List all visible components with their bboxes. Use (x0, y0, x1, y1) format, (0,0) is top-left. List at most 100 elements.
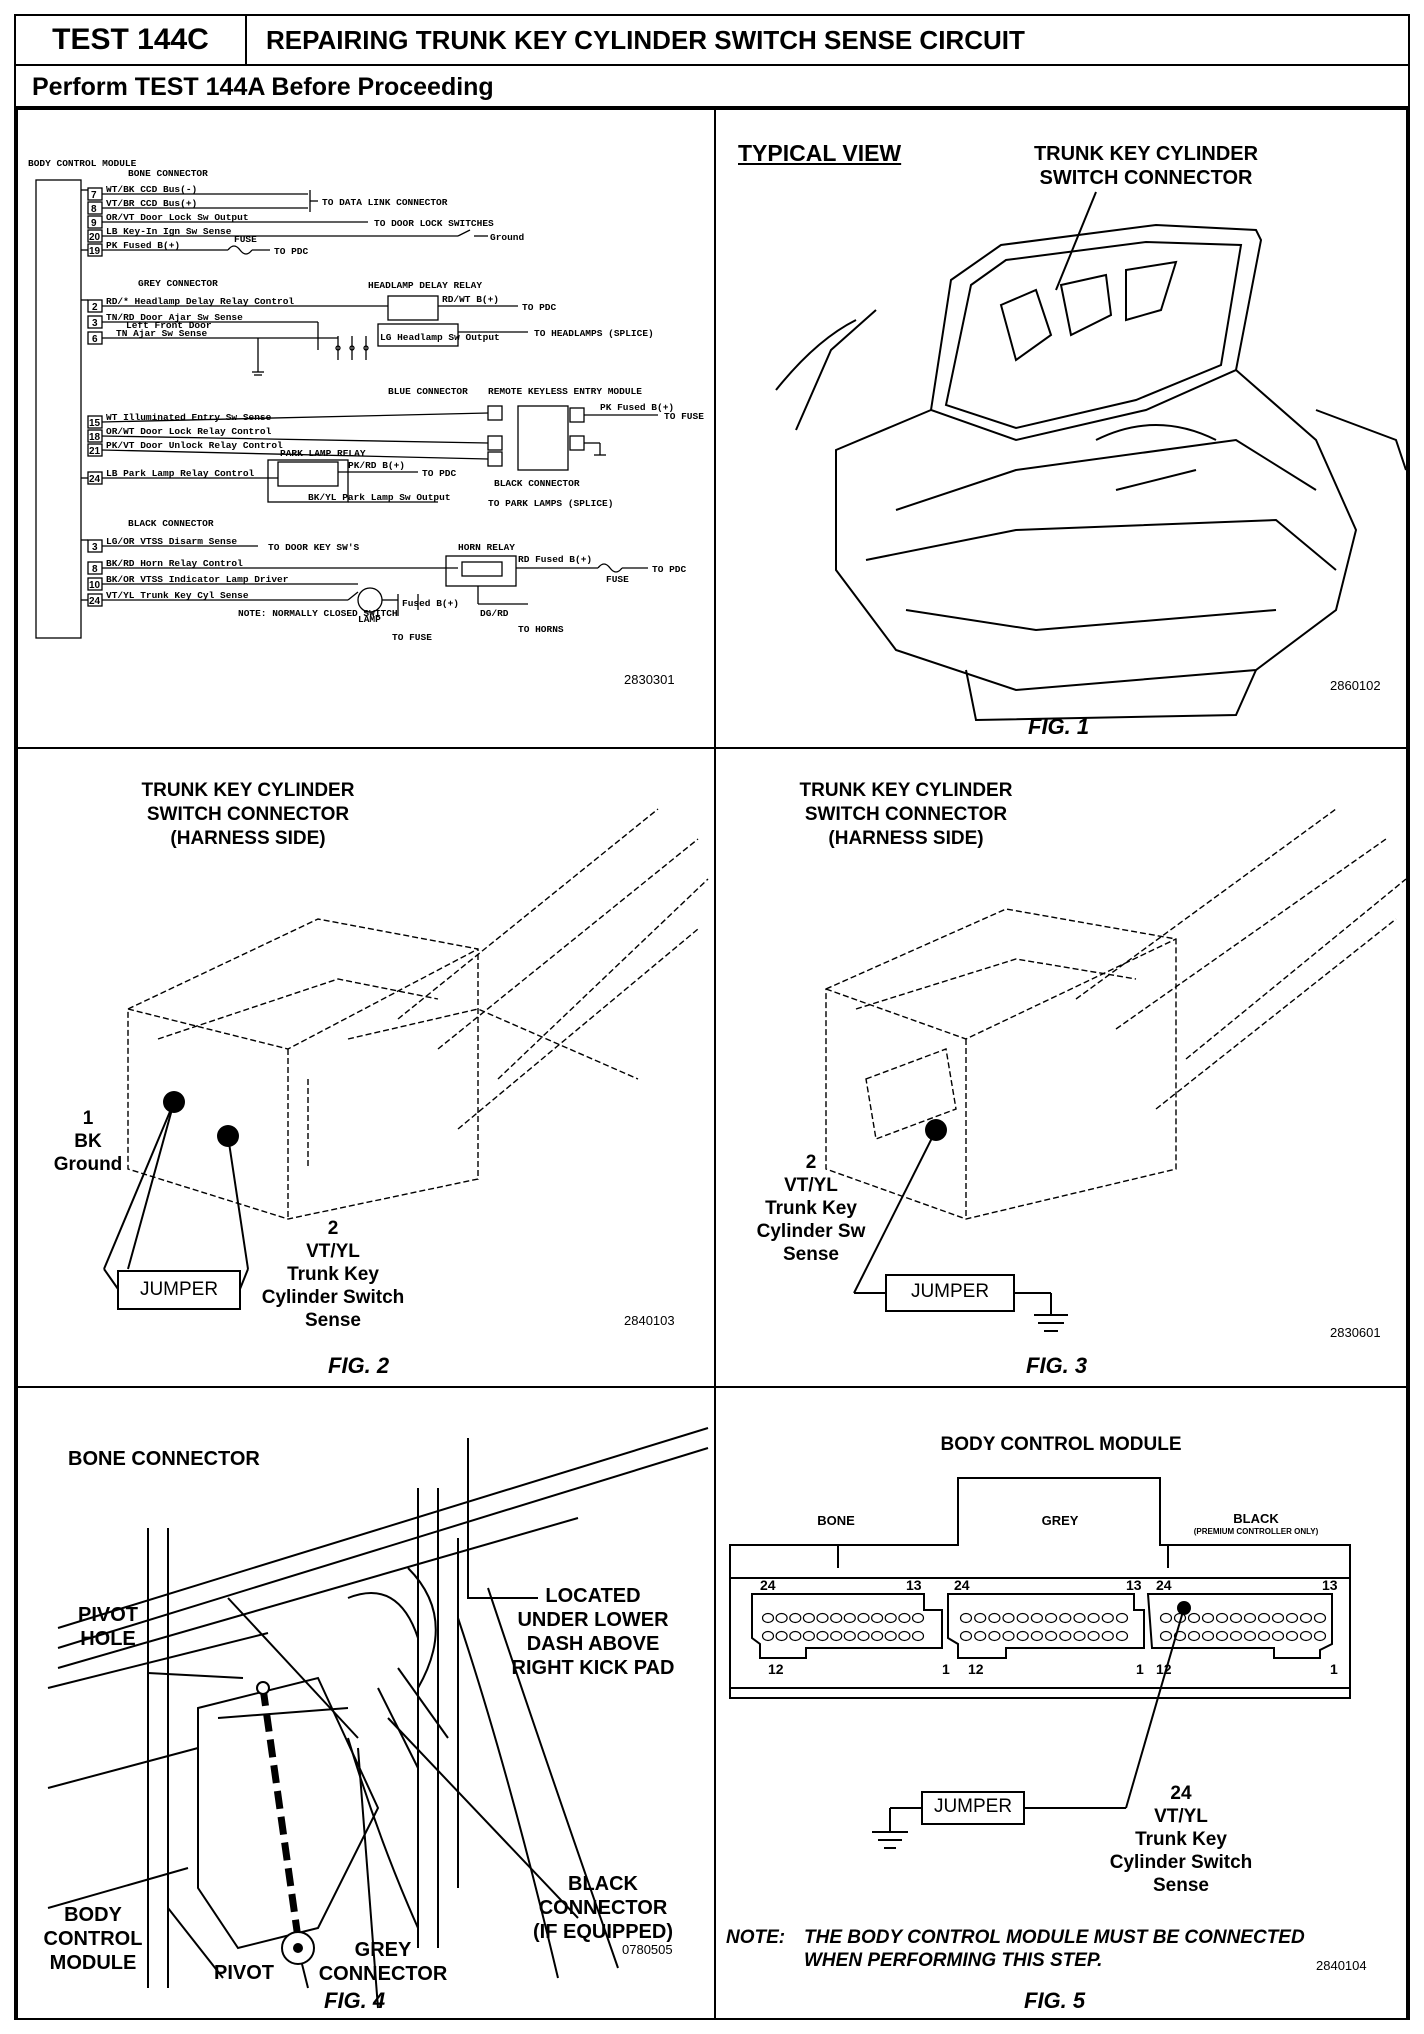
pin-24: 24 (760, 1577, 776, 1593)
pin-cavity (884, 1630, 897, 1642)
pin-cavity (1087, 1612, 1100, 1624)
fig3-pin2: 2 VT/YL Trunk Key Cylinder Sw Sense (736, 1151, 886, 1266)
fig2-pin1: 1 BK Ground (48, 1107, 128, 1176)
pin-cavity (816, 1630, 829, 1642)
fuse-label: FUSE (234, 234, 257, 245)
to-pdc-label-4: TO PDC (652, 564, 687, 575)
fig1-panel: TYPICAL VIEW TRUNK KEY CYLINDER SWITCH C… (714, 108, 1408, 749)
black-conn-2-label: BLACK CONNECTOR (494, 478, 580, 489)
bcm-connector-diagram: BONE GREY BLACK (PREMIUM CONTROLLER ONLY… (729, 1477, 1351, 1849)
pin-cavity (1115, 1612, 1129, 1624)
pin-cavity (959, 1630, 973, 1642)
pin-num: 10 (89, 580, 101, 591)
pin-cavity (1159, 1630, 1173, 1642)
pin-cavity (1073, 1630, 1086, 1642)
fig4-black-line: CONNECTOR (538, 1897, 668, 1919)
pin-cavity (1313, 1630, 1327, 1642)
pin-cavity (911, 1612, 925, 1624)
fig2-title: TRUNK KEY CYLINDER SWITCH CONNECTOR (HAR… (118, 779, 378, 851)
fig5-callout-line: Cylinder Switch (1109, 1852, 1253, 1873)
wire-label: WT/BK CCD Bus(-) (106, 184, 197, 195)
pin-cavity (789, 1630, 802, 1642)
pin-cavity (1229, 1612, 1243, 1624)
fig5-code: 2840104 (1316, 1958, 1367, 1973)
fig5-note-line: WHEN PERFORMING THIS STEP. (804, 1950, 1103, 1971)
fig4-panel: BONE CONNECTOR PIVOT HOLE LOCATED UNDER … (16, 1386, 716, 2020)
pin-cavity (871, 1612, 884, 1624)
fig4-black-line: BLACK (568, 1873, 638, 1895)
fig4-label: FIG. 4 (324, 1988, 386, 2013)
fig4-grey-line: CONNECTOR (318, 1963, 448, 1985)
fig5-note-line: THE BODY CONTROL MODULE MUST BE CONNECTE… (804, 1927, 1305, 1948)
wire-label: LB Key-In Ign Sw Sense (106, 226, 232, 237)
pin-num: 6 (92, 334, 98, 345)
pin-cavity (843, 1612, 856, 1624)
pkrd-label: PK/RD B(+) (348, 460, 405, 471)
fig5-callout-line: VT/YL (1154, 1806, 1208, 1827)
pin-1: 1 (1330, 1661, 1338, 1677)
pin-cavity (1002, 1612, 1015, 1624)
pin-num: 20 (89, 232, 101, 243)
schematic-panel: BODY CONTROL MODULE BONE CONNECTOR GREY … (16, 108, 716, 749)
pin-cavity (1215, 1630, 1229, 1642)
fig5-callout-line: Sense (1153, 1875, 1209, 1896)
pin-cavity (988, 1612, 1001, 1624)
fig2-title-line: SWITCH CONNECTOR (146, 804, 350, 825)
fig3-code: 2830601 (1330, 1325, 1381, 1340)
fig4-grey-line: GREY (354, 1939, 412, 1961)
pin-cavity (843, 1630, 856, 1642)
fig3-title-line: SWITCH CONNECTOR (804, 804, 1008, 825)
pin-cavity (911, 1630, 925, 1642)
fig2-title-line: (HARNESS SIDE) (170, 828, 326, 849)
fig4-bcm-line: MODULE (49, 1952, 137, 1974)
wiring-schematic: BODY CONTROL MODULE BONE CONNECTOR GREY … (28, 158, 704, 643)
fig5-callout-line: 24 (1170, 1783, 1192, 1804)
pin-num: 8 (91, 204, 97, 215)
fig4-black: BLACK CONNECTOR (IF EQUIPPED) (518, 1872, 688, 1944)
pin-cavity (761, 1630, 775, 1642)
wire-label: OR/VT Door Lock Sw Output (106, 212, 249, 223)
fig4-located-line: UNDER LOWER (517, 1609, 669, 1631)
pin-cavity (1257, 1630, 1271, 1642)
pin-cavity (959, 1612, 973, 1624)
pin-cavity (1271, 1630, 1285, 1642)
pin-num: 19 (89, 246, 101, 257)
fused-b-label: Fused B(+) (402, 598, 459, 609)
pin-cavity (830, 1630, 843, 1642)
fig3-title: TRUNK KEY CYLINDER SWITCH CONNECTOR (HAR… (776, 779, 1036, 851)
pin-13: 13 (1126, 1577, 1142, 1593)
horn-relay-label: HORN RELAY (458, 542, 515, 553)
pin-cavity (1271, 1612, 1285, 1624)
wire-label: WT Illuminated Entry Sw Sense (106, 412, 272, 423)
pin-cavity (1016, 1612, 1029, 1624)
fig3-title-line: TRUNK KEY CYLINDER (799, 780, 1013, 801)
pin-13: 13 (906, 1577, 922, 1593)
data-link-label: TO DATA LINK CONNECTOR (322, 197, 448, 208)
fig2-pin2-line: Cylinder Switch (261, 1287, 405, 1308)
trunk-illustration (775, 191, 1406, 722)
pin-cavity (1201, 1630, 1215, 1642)
grey-conn-label: GREY CONNECTOR (138, 278, 218, 289)
pin-cavity (974, 1612, 987, 1624)
fig5-panel: BODY CONTROL MODULE BONE GREY BLACK (PRE… (714, 1386, 1408, 2020)
fig4-pivot-hole: PIVOT HOLE (58, 1603, 158, 1651)
pin-cavity (898, 1612, 911, 1624)
test-title: REPAIRING TRUNK KEY CYLINDER SWITCH SENS… (266, 25, 1025, 55)
pin-cavity (1313, 1612, 1327, 1624)
door-lock-sw-label: TO DOOR LOCK SWITCHES (374, 218, 494, 229)
fig2-jumper: JUMPER (139, 1279, 219, 1300)
fig3-pin2-line: Sense (783, 1244, 839, 1265)
pin-cavity (1257, 1612, 1271, 1624)
fig4-pivot: PIVOT (214, 1962, 275, 1984)
pin-cavity (1059, 1612, 1072, 1624)
fig5-title: BODY CONTROL MODULE (940, 1434, 1182, 1455)
to-pdc-label-2: TO PDC (522, 302, 557, 313)
pin-cavity (1101, 1630, 1114, 1642)
blue-conn-label: BLUE CONNECTOR (388, 386, 468, 397)
fig4-code: 0780505 (622, 1942, 673, 1957)
fig5-jumper: JUMPER (933, 1796, 1013, 1817)
fig1-label: FIG. 1 (1028, 714, 1090, 739)
wire-label: VT/YL Trunk Key Cyl Sense (106, 590, 249, 601)
to-pdc-label-3: TO PDC (422, 468, 457, 479)
to-headlamps-label: TO HEADLAMPS (SPLICE) (534, 328, 654, 339)
